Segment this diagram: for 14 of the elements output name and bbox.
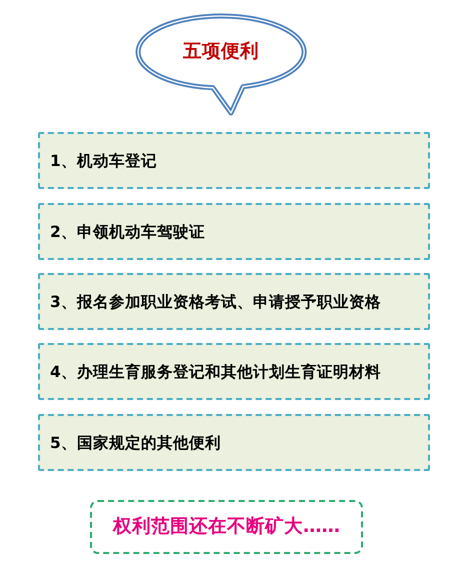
- list-item-card: [38, 203, 430, 260]
- note-text: 权利范围还在不断矿大……: [113, 515, 340, 539]
- list-item-card: [38, 343, 430, 400]
- note-card: [90, 500, 363, 554]
- bubble-title: 五项便利: [183, 40, 259, 64]
- list-item-text: 2、申领机动车驾驶证: [50, 222, 205, 242]
- list-item-card: [38, 132, 430, 189]
- list-item-card: [38, 273, 430, 330]
- list-item-text: 5、国家规定的其他便利: [50, 432, 221, 454]
- list-item-card: [38, 414, 430, 471]
- speech-bubble: [135, 12, 307, 118]
- list-item-text: 4、办理生育服务登记和其他计划生育证明材料: [50, 362, 381, 382]
- list-item-text: 1、机动车登记: [50, 150, 157, 172]
- list-item-text: 3、报名参加职业资格考试、申请授予职业资格: [50, 292, 381, 312]
